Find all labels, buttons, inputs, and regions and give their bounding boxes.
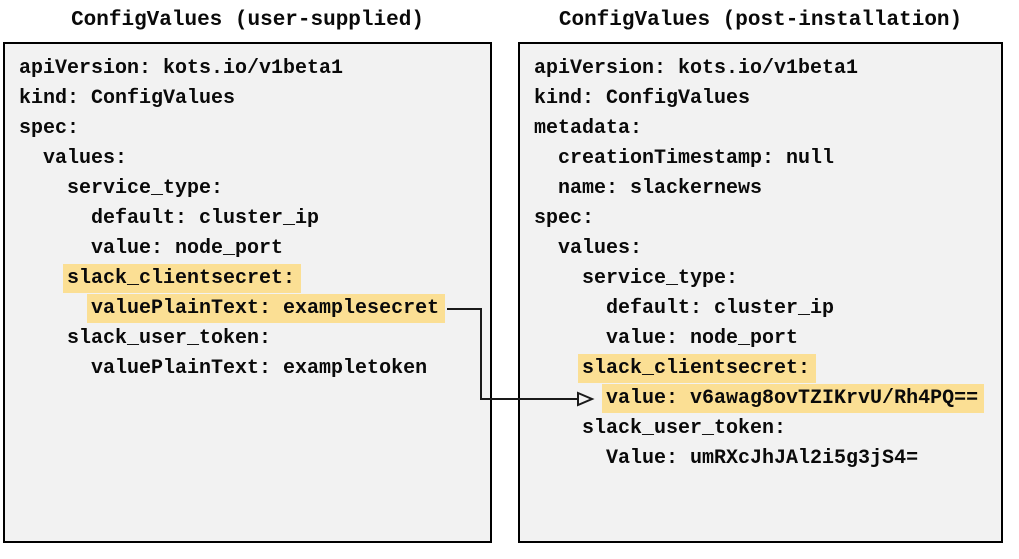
code-line: Value: umRXcJhJAl2i5g3jS4= (534, 444, 1001, 474)
highlighted-code-text: valuePlainText: examplesecret (87, 294, 446, 323)
right-panel-title: ConfigValues (post-installation) (558, 9, 963, 32)
code-line: slack_user_token: (19, 324, 490, 354)
code-text: default: cluster_ip (91, 207, 320, 230)
code-line: service_type: (534, 264, 1001, 294)
code-text: valuePlainText: exampletoken (91, 357, 428, 380)
code-text: metadata: (534, 117, 643, 140)
code-text: slack_user_token: (582, 417, 787, 440)
code-text: service_type: (582, 267, 739, 290)
code-line: spec: (534, 204, 1001, 234)
code-text: value: node_port (91, 237, 284, 260)
code-line: apiVersion: kots.io/v1beta1 (19, 54, 490, 84)
code-line: values: (19, 144, 490, 174)
code-line: slack_user_token: (534, 414, 1001, 444)
code-line: kind: ConfigValues (19, 84, 490, 114)
code-line: values: (534, 234, 1001, 264)
code-line: slack_clientsecret: (19, 264, 490, 294)
code-text: name: slackernews (558, 177, 763, 200)
code-text: values: (558, 237, 643, 260)
code-line: service_type: (19, 174, 490, 204)
left-panel-title: ConfigValues (user-supplied) (71, 9, 424, 32)
code-line: value: node_port (534, 324, 1001, 354)
code-text: value: node_port (606, 327, 799, 350)
code-line: default: cluster_ip (534, 294, 1001, 324)
config-values-user-supplied-panel: apiVersion: kots.io/v1beta1 kind: ConfigV… (3, 42, 492, 543)
code-text: slack_user_token: (67, 327, 272, 350)
code-text: kind: ConfigValues (534, 87, 751, 110)
code-line: value: node_port (19, 234, 490, 264)
config-values-post-installation-panel: apiVersion: kots.io/v1beta1 kind: ConfigV… (518, 42, 1003, 543)
code-line: kind: ConfigValues (534, 84, 1001, 114)
code-line: valuePlainText: exampletoken (19, 354, 490, 384)
code-text: apiVersion: kots.io/v1beta1 (19, 57, 344, 80)
highlighted-code-text: value: v6awag8ovTZIKrvU/Rh4PQ== (602, 384, 985, 413)
code-line: value: v6awag8ovTZIKrvU/Rh4PQ== (534, 384, 1001, 414)
code-text: default: cluster_ip (606, 297, 835, 320)
code-line: creationTimestamp: null (534, 144, 1001, 174)
code-text: apiVersion: kots.io/v1beta1 (534, 57, 859, 80)
code-text: values: (43, 147, 128, 170)
code-text: Value: umRXcJhJAl2i5g3jS4= (606, 447, 919, 470)
code-text: spec: (19, 117, 80, 140)
highlighted-code-text: slack_clientsecret: (578, 354, 817, 383)
code-text: service_type: (67, 177, 224, 200)
highlighted-code-text: slack_clientsecret: (63, 264, 302, 293)
code-line: valuePlainText: examplesecret (19, 294, 490, 324)
code-line: default: cluster_ip (19, 204, 490, 234)
code-line: apiVersion: kots.io/v1beta1 (534, 54, 1001, 84)
code-line: metadata: (534, 114, 1001, 144)
code-text: creationTimestamp: null (558, 147, 835, 170)
code-text: spec: (534, 207, 595, 230)
code-line: slack_clientsecret: (534, 354, 1001, 384)
code-line: spec: (19, 114, 490, 144)
code-line: name: slackernews (534, 174, 1001, 204)
code-text: kind: ConfigValues (19, 87, 236, 110)
